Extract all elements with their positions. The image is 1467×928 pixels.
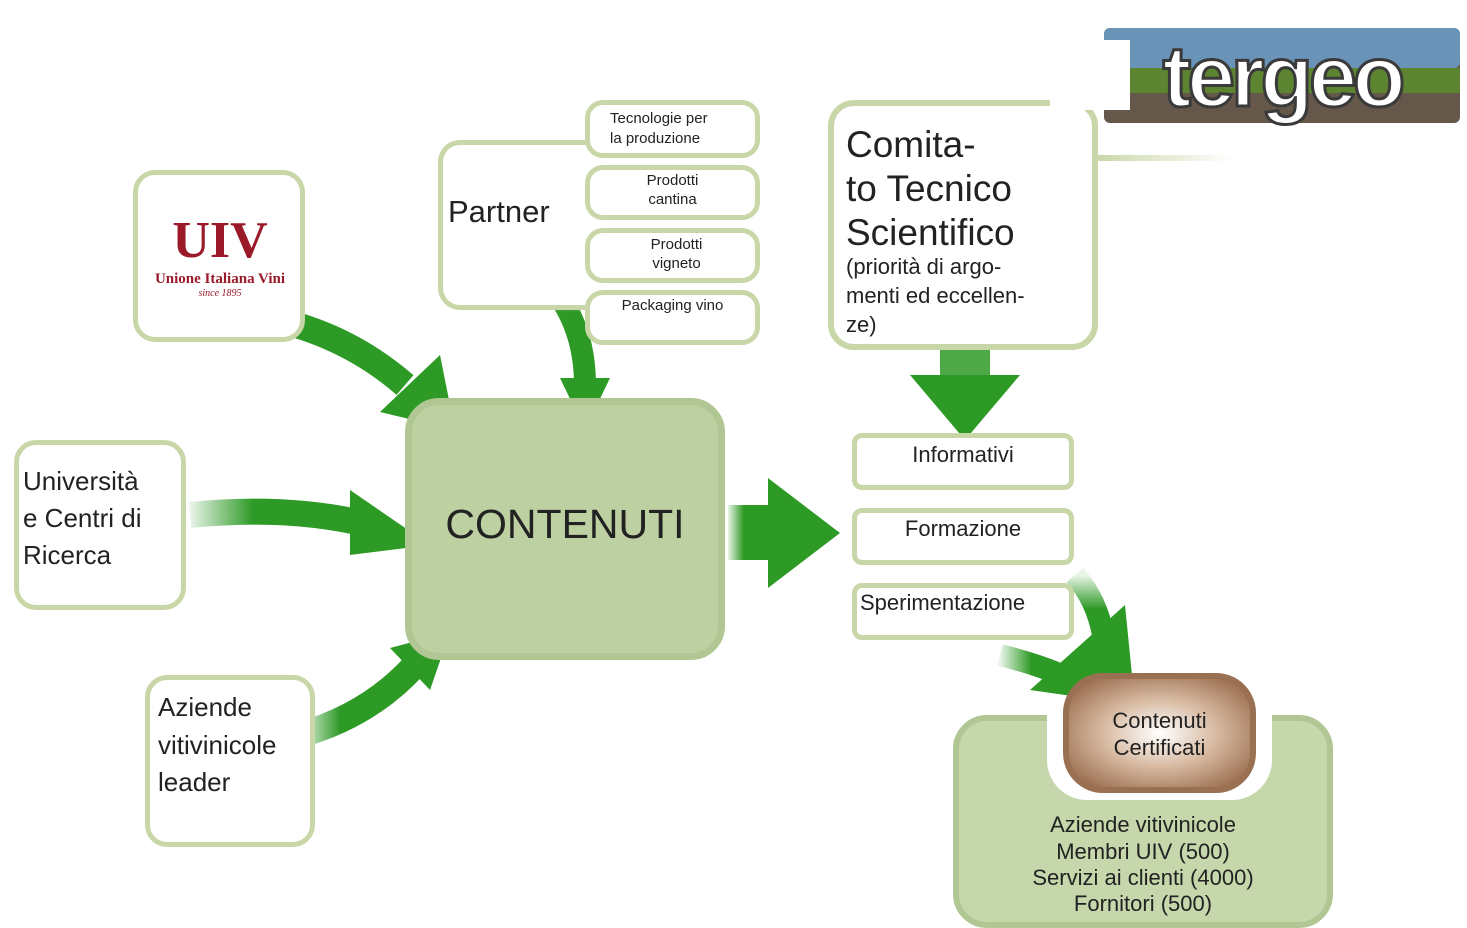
center-label: CONTENUTI [445,501,685,547]
output-formazione-label: Formazione [904,516,1022,541]
uiv-since: since 1895 [198,288,242,299]
comitato-title-2: to Tecnico [846,168,1012,209]
uiv-box [133,170,305,342]
arrowhead-comitato [910,375,1020,440]
partner-item-packaging-l1: Packaging vino [621,297,724,314]
comitato-box [828,100,1098,350]
comitato-sub-2: menti ed eccellen- [846,283,1025,308]
uiv-logo-icon: UIV [172,212,267,265]
aziende-line-3: leader [158,767,231,797]
svg-text:UIV: UIV [172,212,267,265]
uiv-name: Unione Italiana Vini [154,271,286,287]
audience-line-2: Membri UIV (500) [1056,839,1230,864]
partner-item-cantina-l1: Prodotti [646,172,699,189]
audience-line-4: Fornitori (500) [1073,891,1213,916]
partner-item-vigneto [585,228,760,283]
comitato-title-1: Comita- [846,124,976,165]
partner-box [438,140,608,310]
partner-item-cantina-l2: cantina [648,191,697,208]
partner-item-vigneto-l2: vigneto [652,255,701,272]
arrowhead-center [768,478,840,588]
arrow-aziende-to-center [296,656,425,748]
tergeo-logo-graphic: tergeo [1104,28,1460,127]
partner-item-tecnologie-l2: la produzione [610,130,701,147]
output-informativi [852,433,1074,490]
aziende-line-2: vitivinicole [158,730,277,760]
output-informativi-label: Informativi [912,442,1014,467]
universita-line-2: e Centri di [23,503,142,533]
center-box [405,398,725,660]
arrow-center-to-outputs [728,505,773,560]
output-sperimentazione [852,583,1074,640]
comitato-tail [1093,155,1233,161]
output-sperimentazione-label: Sperimentazione [860,590,1026,615]
aziende-box [145,675,315,847]
partner-item-cantina [585,165,760,220]
comitato-sub-3: ze) [846,312,877,337]
comitato-sub-1: (priorità di argo- [846,254,1002,279]
partner-item-packaging [585,290,760,345]
output-formazione [852,508,1074,565]
arrow-univ-to-center [188,498,374,538]
comitato-title-3: Scientifico [846,212,1015,253]
certificati-line-1: Contenuti [1112,708,1207,733]
aziende-line-1: Aziende [158,692,252,722]
tergeo-logo-wordmark: tergeo [1163,29,1403,125]
audience-line-1: Aziende vitivinicole [1050,812,1236,837]
universita-line-3: Ricerca [23,540,112,570]
certificati-box [1063,673,1256,793]
comitato-gap [1050,40,1130,110]
partner-item-tecnologie [585,100,760,158]
partner-label: Partner [448,194,550,229]
universita-box [14,440,186,610]
partner-item-vigneto-l1: Prodotti [650,236,703,253]
tergeo-logo: tergeo [1098,18,1466,128]
audience-line-3: Servizi ai clienti (4000) [1032,865,1254,890]
universita-line-1: Università [23,466,139,496]
certificati-line-2: Certificati [1113,735,1206,760]
partner-item-tecnologie-l1: Tecnologie per [610,110,708,127]
